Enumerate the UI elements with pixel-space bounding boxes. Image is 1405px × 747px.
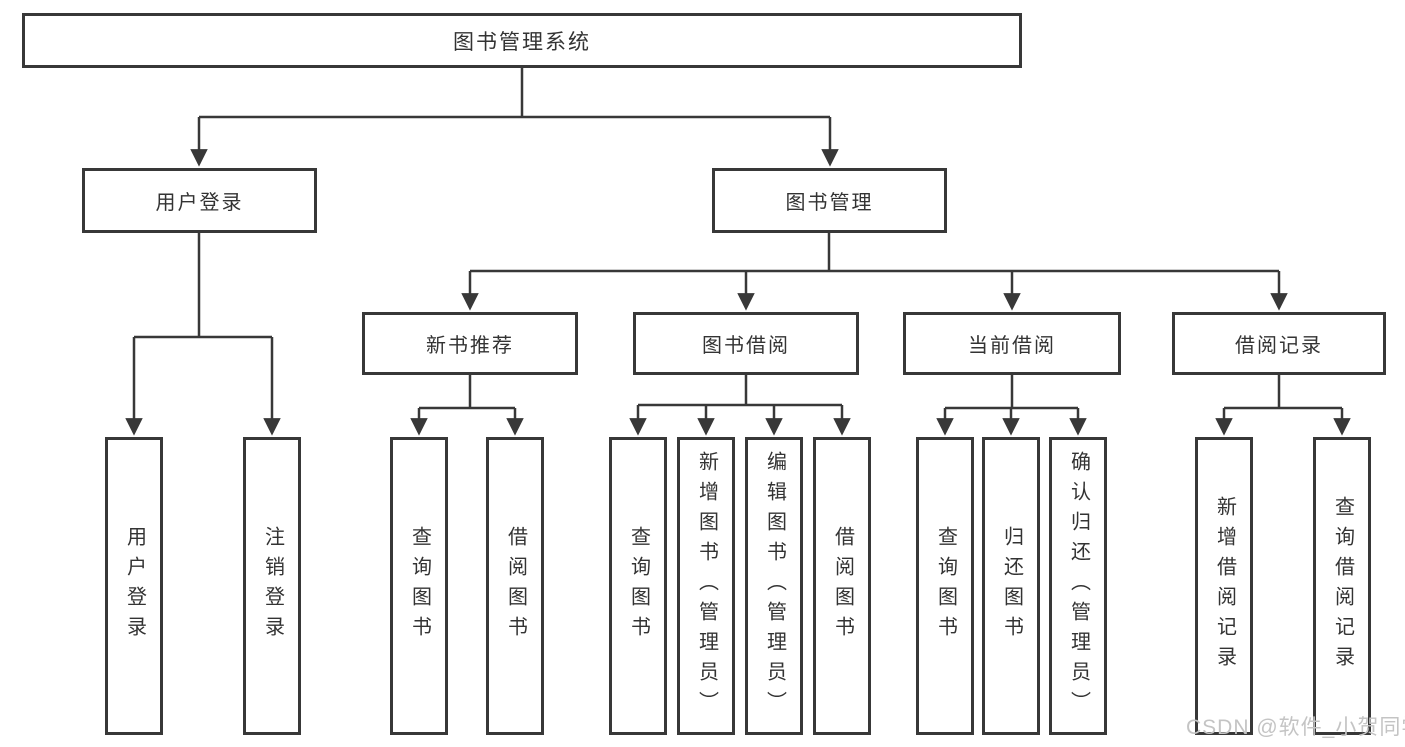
node-book-borrow: 图书借阅 bbox=[633, 312, 859, 375]
connector-group bbox=[125, 68, 1351, 436]
leaf-cb-confirm-return-admin-label: 确认归还（管理员） bbox=[1067, 451, 1090, 721]
leaf-bb-borrow-books-label: 借阅图书 bbox=[831, 526, 854, 646]
node-user-login: 用户登录 bbox=[82, 168, 317, 233]
leaf-bb-borrow-books: 借阅图书 bbox=[813, 437, 871, 735]
leaf-cb-query-books: 查询图书 bbox=[916, 437, 974, 735]
leaf-cb-return-books: 归还图书 bbox=[982, 437, 1040, 735]
node-book-borrow-label: 图书借阅 bbox=[702, 335, 790, 357]
node-root-label: 图书管理系统 bbox=[453, 30, 591, 54]
leaf-bb-query-books-label: 查询图书 bbox=[627, 526, 650, 646]
leaf-cb-confirm-return-admin: 确认归还（管理员） bbox=[1049, 437, 1107, 735]
node-book-management: 图书管理 bbox=[712, 168, 947, 233]
leaf-br-query-record: 查询借阅记录 bbox=[1313, 437, 1371, 735]
leaf-bb-edit-books-admin: 编辑图书（管理员） bbox=[745, 437, 803, 735]
leaf-nbr-query-books: 查询图书 bbox=[390, 437, 448, 735]
leaf-nbr-borrow-books: 借阅图书 bbox=[486, 437, 544, 735]
node-user-login-label: 用户登录 bbox=[155, 192, 244, 214]
csdn-watermark: CSDN @软件_小贺同学 bbox=[1186, 716, 1405, 739]
node-current-borrow: 当前借阅 bbox=[903, 312, 1121, 375]
leaf-logout: 注销登录 bbox=[243, 437, 301, 735]
leaf-br-add-record: 新增借阅记录 bbox=[1195, 437, 1253, 735]
node-new-book-recommend: 新书推荐 bbox=[362, 312, 578, 375]
leaf-bb-edit-books-admin-label: 编辑图书（管理员） bbox=[763, 451, 786, 721]
leaf-user-login: 用户登录 bbox=[105, 437, 163, 735]
leaf-bb-query-books: 查询图书 bbox=[609, 437, 667, 735]
leaf-user-login-label: 用户登录 bbox=[123, 526, 146, 646]
leaf-logout-label: 注销登录 bbox=[261, 526, 284, 646]
node-current-borrow-label: 当前借阅 bbox=[968, 335, 1056, 357]
node-root: 图书管理系统 bbox=[22, 13, 1022, 68]
leaf-br-query-record-label: 查询借阅记录 bbox=[1331, 496, 1354, 676]
node-book-management-label: 图书管理 bbox=[785, 192, 874, 214]
leaf-bb-add-books-admin-label: 新增图书（管理员） bbox=[695, 451, 718, 721]
leaf-cb-query-books-label: 查询图书 bbox=[934, 526, 957, 646]
leaf-nbr-borrow-books-label: 借阅图书 bbox=[504, 526, 527, 646]
leaf-cb-return-books-label: 归还图书 bbox=[1000, 526, 1023, 646]
leaf-br-add-record-label: 新增借阅记录 bbox=[1213, 496, 1236, 676]
node-new-book-recommend-label: 新书推荐 bbox=[426, 335, 514, 357]
leaf-nbr-query-books-label: 查询图书 bbox=[408, 526, 431, 646]
node-borrow-records-label: 借阅记录 bbox=[1235, 335, 1323, 357]
node-borrow-records: 借阅记录 bbox=[1172, 312, 1386, 375]
leaf-bb-add-books-admin: 新增图书（管理员） bbox=[677, 437, 735, 735]
